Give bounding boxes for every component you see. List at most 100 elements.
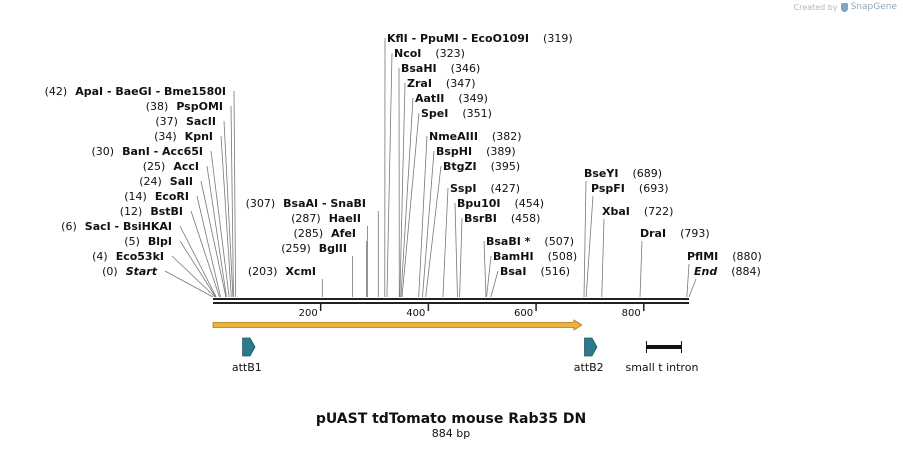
cut-site-name: BtgZI xyxy=(443,160,477,173)
cut-site-position: (323) xyxy=(435,47,465,60)
cut-site-line xyxy=(486,255,492,298)
cut-site-name: Bpu10I xyxy=(457,197,501,210)
cut-site-name: SalI xyxy=(170,175,193,188)
cut-site-position: (349) xyxy=(458,92,488,105)
cut-site-position: (351) xyxy=(462,107,492,120)
cut-site-position: (42) xyxy=(45,85,68,98)
cut-site-line xyxy=(583,180,587,298)
cut-site-position: (395) xyxy=(491,160,521,173)
cut-site-name: AfeI xyxy=(331,227,356,240)
cut-site-position: (0) xyxy=(102,265,118,278)
cut-site-line xyxy=(490,270,499,298)
cut-site-line xyxy=(422,150,435,298)
cut-site-line xyxy=(585,195,594,298)
cut-site-line xyxy=(223,120,234,298)
att-site-marker xyxy=(584,337,598,357)
cut-site-line xyxy=(196,195,221,298)
cut-site-name: SacI - BsiHKAI xyxy=(85,220,172,233)
cut-site-position: (24) xyxy=(139,175,162,188)
cut-site-name: NcoI xyxy=(394,47,421,60)
cut-site-name: EcoRI xyxy=(155,190,189,203)
cut-site-position: (516) xyxy=(540,265,570,278)
ruler-tick-label: 600 xyxy=(514,308,533,319)
feature-label: attB2 xyxy=(574,361,604,374)
cut-site-name: BstBI xyxy=(150,205,183,218)
cut-site-line xyxy=(230,105,234,298)
cut-site-name: End xyxy=(694,265,717,278)
cut-site-position: (307) xyxy=(246,197,276,210)
cut-site-line xyxy=(399,82,406,298)
cut-site-position: (25) xyxy=(143,160,166,173)
map-title: pUAST tdTomato mouse Rab35 DN xyxy=(316,411,586,427)
cut-site-name: BseYI xyxy=(584,167,618,180)
cut-site-line xyxy=(686,263,690,298)
cut-site-position: (507) xyxy=(544,235,574,248)
cut-site-position: (14) xyxy=(124,190,147,203)
cut-site-name: ZraI xyxy=(407,77,432,90)
cut-site-position: (319) xyxy=(543,32,573,45)
cut-site-position: (793) xyxy=(680,227,710,240)
cut-site-line xyxy=(386,52,393,298)
cut-site-name: PflMI xyxy=(687,250,718,263)
cut-site-name: NmeAIII xyxy=(429,130,478,143)
cut-site-line xyxy=(210,150,230,298)
cut-site-line xyxy=(206,165,227,298)
cut-site-position: (454) xyxy=(515,197,545,210)
cut-site-name: BsaI xyxy=(500,265,526,278)
cut-site-name: ApaI - BaeGI - Bme1580I xyxy=(75,85,226,98)
cut-site-line xyxy=(179,240,217,298)
cut-site-line xyxy=(220,135,232,298)
cut-site-name: PspFI xyxy=(591,182,625,195)
cut-site-position: (693) xyxy=(639,182,669,195)
cut-site-name: BsaAI - SnaBI xyxy=(283,197,366,210)
cut-site-position: (37) xyxy=(155,115,178,128)
cut-site-name: Start xyxy=(126,265,158,278)
cut-site-name: KpnI xyxy=(185,130,213,143)
cut-site-line xyxy=(233,90,237,298)
cut-site-line xyxy=(179,225,217,298)
cut-site-position: (30) xyxy=(91,145,114,158)
cut-site-position: (508) xyxy=(548,250,578,263)
cut-site-position: (6) xyxy=(61,220,77,233)
cut-site-position: (5) xyxy=(124,235,140,248)
cut-site-name: XcmI xyxy=(285,265,316,278)
cut-site-line xyxy=(688,278,697,298)
cut-site-line xyxy=(164,270,214,298)
cut-site-name: BsaHI xyxy=(401,62,437,75)
cut-site-line xyxy=(190,210,220,298)
cut-site-position: (285) xyxy=(294,227,324,240)
feature-label: small t intron xyxy=(625,361,698,374)
att-site-marker xyxy=(242,337,256,357)
cut-site-position: (689) xyxy=(632,167,662,180)
cut-site-name: PspOMI xyxy=(176,100,223,113)
cut-site-line xyxy=(442,187,449,298)
cut-site-labels: ApaI - BaeGI - Bme1580I(42)PspOMI(38)Sac… xyxy=(45,32,762,278)
cut-site-position: (34) xyxy=(154,130,177,143)
orf-arrow xyxy=(212,319,583,331)
ruler-tick-label: 800 xyxy=(622,308,641,319)
cut-site-name: BlpI xyxy=(148,235,172,248)
backbone: 200 400 600 800 xyxy=(213,298,689,319)
ruler-tick-label: 400 xyxy=(406,308,425,319)
cut-site-name: KflI - PpuMI - EcoO109I xyxy=(387,32,529,45)
cut-site-name: BamHI xyxy=(493,250,534,263)
cut-site-position: (287) xyxy=(291,212,321,225)
cut-site-line xyxy=(200,180,227,298)
cut-site-position: (203) xyxy=(248,265,278,278)
cut-site-position: (259) xyxy=(281,242,311,255)
cut-site-name: SpeI xyxy=(421,107,448,120)
cut-site-name: BglII xyxy=(319,242,347,255)
cut-site-lines xyxy=(164,37,697,298)
cut-site-line xyxy=(425,165,442,298)
cut-site-name: BanI - Acc65I xyxy=(122,145,203,158)
cut-site-position: (4) xyxy=(92,250,108,263)
snapgene-logo-icon xyxy=(840,2,848,12)
cut-site-position: (427) xyxy=(490,182,520,195)
cut-site-name: SspI xyxy=(450,182,476,195)
cut-site-name: DraI xyxy=(640,227,666,240)
ruler-tick-label: 200 xyxy=(299,308,318,319)
cut-site-line xyxy=(483,240,487,298)
cut-site-name: HaeII xyxy=(329,212,361,225)
